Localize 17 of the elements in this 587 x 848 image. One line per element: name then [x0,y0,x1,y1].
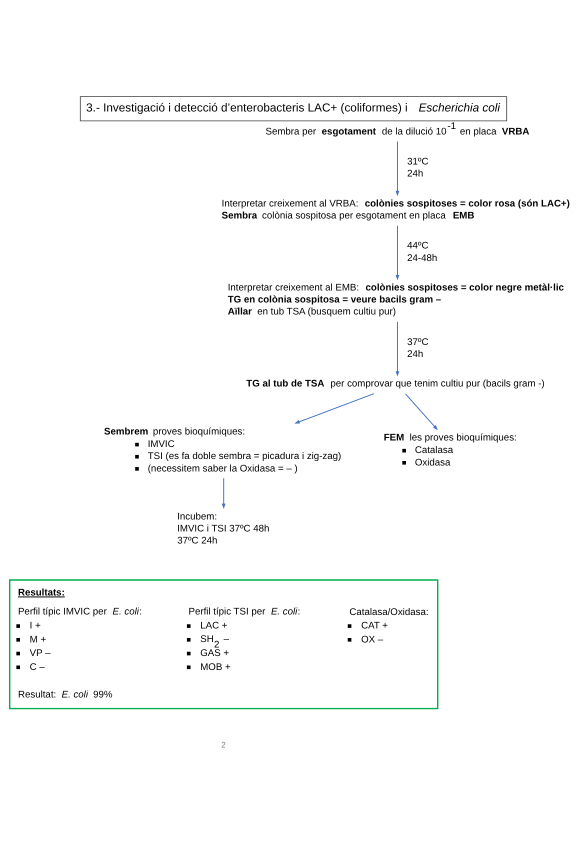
edge-label: 44ºC 24-48h [407,240,438,264]
node-text: Incubem: IMVIC i TSI 37ºC 48h 37ºC 24h [177,511,270,547]
label: 2 [221,740,226,750]
arrow [396,141,400,196]
node-text: Interpretar creixement al EMB: colònies sospitoses = color negre metàl·lic TG en colònia sospitosa = veure bacils gram – Aïllar en tub TSA (busquem cultiu pur) [228,282,564,318]
arrow [404,393,438,430]
diagram-title: 3.- Investigació i detecció d’enterobacteris LAC+ (coliformes) i Escherichia coli [86,101,500,114]
node-text: FEM les proves bioquímiques: Catalasa Oxidasa [384,432,517,468]
node-text: Interpretar creixement al VRBA: colònies sospitoses = color rosa (són LAC+) Sembra colònia sospitosa per esgotament en placa EMB [222,198,570,222]
edge-label: 37ºC 24h [407,336,428,360]
edge-label: 31ºC 24h [407,156,428,180]
arrow [294,393,374,424]
node-text: Sembrem proves bioquímiques: IMVIC TSI (es fa doble sembra = picadura i zig-zag) (necessitem saber la Oxidasa = – ) [104,426,342,474]
node-text: TG al tub de TSA per comprovar que tenim cultiu pur (bacils gram -) [246,378,545,390]
arrow [222,478,226,509]
arrow [396,321,400,377]
arrow [396,225,400,280]
